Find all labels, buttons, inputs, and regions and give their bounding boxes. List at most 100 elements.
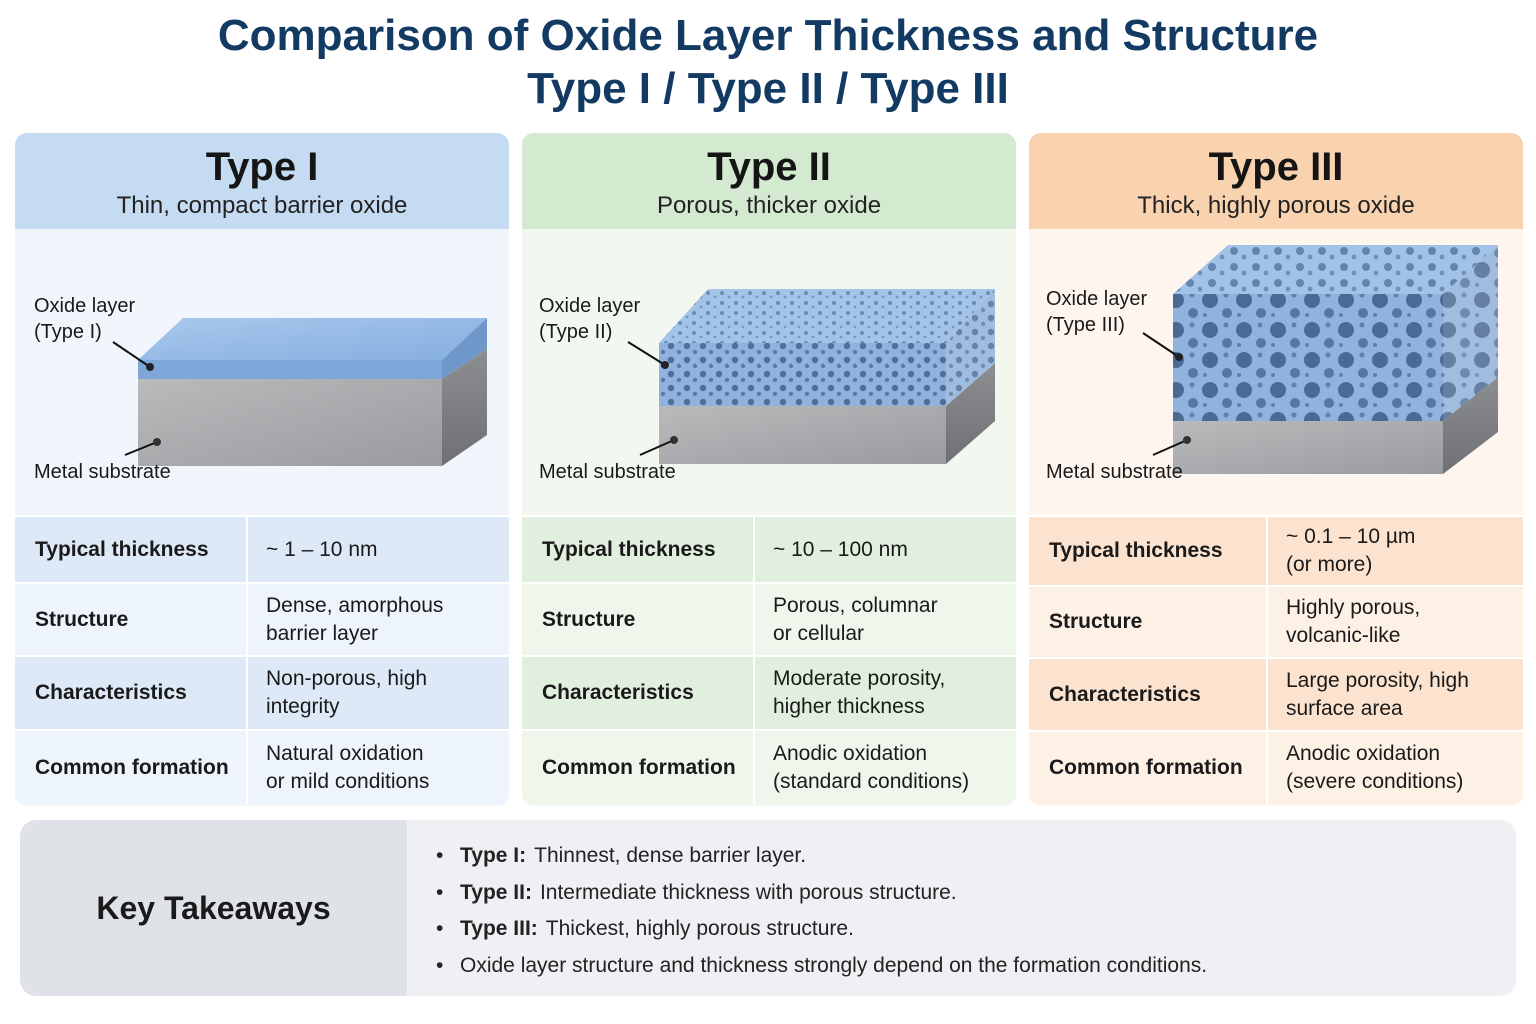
oxide-leader-line [112,341,151,368]
table-row: Typical thickness ~ 10 – 100 nm [522,515,1016,582]
type-1-subtitle: Thin, compact barrier oxide [116,192,408,219]
key-takeaways-heading: Key Takeaways [20,820,407,996]
row-value: Anodic oxidation(severe conditions) [1286,742,1464,793]
metal-substrate-side [1443,377,1498,474]
row-key: Structure [522,584,755,655]
table-row: Structure Highly porous,volcanic-like [1029,585,1523,657]
metal-substrate-side [946,363,995,464]
type-3-properties-table: Typical thickness ~ 0.1 – 10 µm(or more)… [1029,515,1523,804]
row-key: Typical thickness [15,517,248,582]
metal-leader-line [124,441,158,456]
type-2-panel: Type II Porous, thicker oxide [522,133,1016,806]
table-row: Characteristics Moderate porosity,higher… [522,655,1016,729]
oxide-leader-line [1142,332,1180,358]
type-2-subtitle: Porous, thicker oxide [656,192,882,219]
metal-substrate-label: Metal substrate [539,461,676,483]
title-line-2: Type I / Type II / Type III [527,64,1009,113]
row-value: Anodic oxidation(standard conditions) [773,741,970,793]
page-title: Comparison of Oxide Layer Thickness and … [0,10,1536,116]
type-2-header: Type II Porous, thicker oxide [522,133,1016,229]
row-key: Typical thickness [1029,517,1268,585]
type-3-title: Type III [1208,145,1344,189]
oxide-label-line-2: (Type III) [1046,314,1125,336]
oxide-label-line-1: Oxide layer [1046,288,1148,310]
oxide-layer-front [659,343,946,406]
row-value: Highly porous,volcanic-like [1286,596,1421,647]
oxide-leader-dot [661,361,669,369]
metal-leader-line [639,439,675,456]
oxide-label-line-2: (Type II) [539,321,613,343]
table-row: Typical thickness ~ 0.1 – 10 µm(or more) [1029,515,1523,585]
table-row: Typical thickness ~ 1 – 10 nm [15,515,509,582]
metal-leader-dot [1183,436,1191,444]
oxide-layer-side [1443,245,1498,421]
oxide-layer-front [1173,294,1443,421]
row-key: Characteristics [522,657,755,729]
type-2-illustration: Oxide layer (Type II) Metal substrate [522,229,1016,515]
type-1-illustration: Oxide layer (Type I) Metal substrate [15,229,509,515]
type-1-properties-table: Typical thickness ~ 1 – 10 nm Structure … [15,515,509,804]
metal-substrate-front [1173,421,1443,474]
row-key: Characteristics [1029,659,1268,730]
oxide-layer-top [1173,245,1498,294]
row-key: Common formation [15,731,248,804]
oxide-layer-label: Oxide layer (Type III) [1046,286,1147,338]
row-key: Common formation [1029,732,1268,804]
metal-leader-line [1152,439,1188,456]
oxide-leader-line [627,341,666,366]
type-3-header: Type III Thick, highly porous oxide [1029,133,1523,229]
metal-leader-dot [670,436,678,444]
type-1-header: Type I Thin, compact barrier oxide [15,133,509,229]
metal-substrate-label: Metal substrate [1046,461,1183,483]
type-2-properties-table: Typical thickness ~ 10 – 100 nm Structur… [522,515,1016,804]
type-2-title: Type II [707,145,831,189]
oxide-layer-side [946,289,995,406]
type-1-panel: Type I Thin, compact barrier oxide Oxide… [15,133,509,806]
row-value: ~ 0.1 – 10 µm(or more) [1286,525,1416,576]
oxide-layer-label: Oxide layer (Type I) [34,293,135,345]
row-key: Structure [1029,587,1268,657]
oxide-leader-dot [1175,353,1183,361]
oxide-label-line-2: (Type I) [34,321,102,343]
list-item: Type II:Intermediate thickness with poro… [436,875,1207,912]
oxide-label-line-1: Oxide layer [539,295,641,317]
oxide-label-line-1: Oxide layer [34,295,136,317]
row-value: ~ 10 – 100 nm [773,537,908,561]
metal-leader-dot [153,438,161,446]
type-3-panel: Type III Thick, highly porous oxide [1029,133,1523,806]
metal-substrate-side [442,349,487,466]
list-item: Oxide layer structure and thickness stro… [436,948,1207,985]
table-row: Common formation Anodic oxidation(standa… [522,729,1016,804]
list-item: Type I:Thinnest, dense barrier layer. [436,838,1207,875]
table-row: Common formation Anodic oxidation(severe… [1029,730,1523,804]
type-2-block-diagram [627,289,995,464]
oxide-layer-side [442,318,487,379]
key-takeaways-panel: Key Takeaways Type I:Thinnest, dense bar… [20,820,1516,996]
title-line-1: Comparison of Oxide Layer Thickness and … [217,11,1319,60]
oxide-layer-front [138,360,442,379]
oxide-layer-top [659,289,995,343]
takeaways-list: Type I:Thinnest, dense barrier layer. Ty… [436,838,1207,984]
type-3-block-diagram [1142,245,1498,474]
oxide-layer-label: Oxide layer (Type II) [539,293,640,345]
metal-substrate-front [138,379,442,466]
metal-substrate-label: Metal substrate [34,461,171,483]
oxide-layer-top [138,318,487,360]
type-1-title: Type I [205,145,319,189]
row-value: Moderate porosity,higher thickness [773,667,946,718]
type-3-illustration: Oxide layer (Type III) Metal substrate [1029,229,1523,515]
row-key: Structure [15,584,248,655]
oxide-leader-dot [146,363,154,371]
type-1-block-diagram [112,318,487,466]
type-3-subtitle: Thick, highly porous oxide [1137,192,1415,219]
row-key: Common formation [522,731,755,804]
